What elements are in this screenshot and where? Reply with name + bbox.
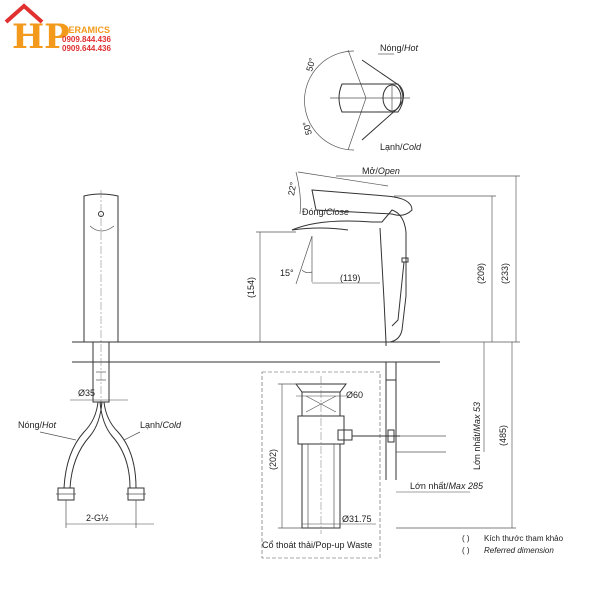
faucet-body (291, 209, 407, 343)
front-body (83, 193, 119, 343)
waste-rod-clip (387, 429, 395, 443)
rotation-ray-top (347, 49, 367, 99)
legend-paren-2: ( ) (462, 546, 470, 555)
height154-label: (154) (246, 277, 256, 298)
dia60-label: Ø60 (346, 390, 363, 400)
cold-hose-inner (99, 401, 131, 489)
house-roof-icon (4, 3, 44, 24)
max53-label: Lớn nhất/Max 53 (472, 402, 482, 470)
waste-side-port (337, 429, 353, 441)
logo-phone-1: 0909.844.436 (62, 35, 111, 44)
lever-angle-label: 22° (286, 181, 298, 197)
reach-dim-label: (119) (340, 273, 360, 283)
rotation-arc (304, 50, 355, 151)
angle-top-label: 50° (304, 56, 317, 72)
front-spout-curve (89, 225, 115, 232)
popup-waste: Ø60 (202) Ø31.75 Cổ thoát thải/Pop-up Wa… (261, 371, 446, 559)
hot-hose-inner (69, 401, 103, 489)
front-view: Ø35 Nóng/Hot Lạnh/Cold 2-G½ (18, 190, 182, 528)
top-hot-label: Nóng/Hot (380, 43, 419, 53)
spout-angle-arc (301, 269, 313, 274)
logo-phone-2: 0909.644.436 (62, 44, 111, 53)
dim485-label: (485) (498, 425, 508, 446)
spout-angle-label: 15° (280, 268, 294, 278)
close-label: Đóng/Close (302, 207, 349, 217)
side-view: Mở/Open Đóng/Close 22° 15° (119) (154) (… (246, 166, 520, 346)
legend: ( ) Kích thước tham khảo ( ) Referred di… (462, 534, 564, 555)
front-hot-label: Nóng/Hot (18, 420, 57, 430)
front-cold-leader (123, 431, 141, 441)
waste-frame (261, 371, 381, 559)
hot-hose (63, 401, 99, 489)
top-view: 50° 50° Nóng/Hot Lạnh/Cold (301, 43, 422, 152)
legend-line-1: Kích thước tham khảo (484, 534, 564, 543)
dim202-label: (202) (268, 449, 278, 470)
lever (311, 189, 413, 216)
thread-label: 2-G½ (86, 513, 109, 523)
legend-line-2: Referred dimension (484, 546, 554, 555)
dia3175-label: Ø31.75 (342, 514, 372, 524)
lever-arc (295, 171, 301, 215)
logo-subtitle: CERAMICS (62, 25, 110, 35)
open-label: Mở/Open (362, 166, 400, 176)
max285-label: Lớn nhất/Max 285 (410, 481, 484, 491)
angle-bottom-label: 50° (301, 120, 314, 136)
front-shank (92, 341, 110, 403)
dim233-label: (233) (500, 263, 510, 284)
rotation-ray-bottom (347, 97, 367, 151)
waste-caption: Cổ thoát thải/Pop-up Waste (262, 540, 372, 550)
cold-hose (103, 401, 137, 489)
popup-rod (391, 257, 409, 327)
dim209-label: (209) (476, 263, 486, 284)
top-cold-label: Lạnh/Cold (380, 142, 422, 152)
countertop (72, 341, 520, 363)
brand-logo: HP CERAMICS 0909.844.436 0909.644.436 (4, 3, 111, 57)
dia35-label: Ø35 (78, 388, 95, 398)
shank-top-block (385, 361, 397, 381)
lever-open-line (297, 171, 389, 187)
legend-paren-1: ( ) (462, 534, 470, 543)
faucet-spout-front (291, 227, 349, 231)
right-dims: Lớn nhất/Max 53 (485) Lớn nhất/Max 285 (385, 342, 516, 529)
logo-brand-text: HP (12, 17, 70, 57)
front-cold-label: Lạnh/Cold (140, 420, 182, 430)
handle-body (338, 83, 404, 113)
handle-cap (382, 84, 402, 112)
spout-stream-ray (295, 235, 313, 285)
front-hot-leader (39, 431, 77, 441)
